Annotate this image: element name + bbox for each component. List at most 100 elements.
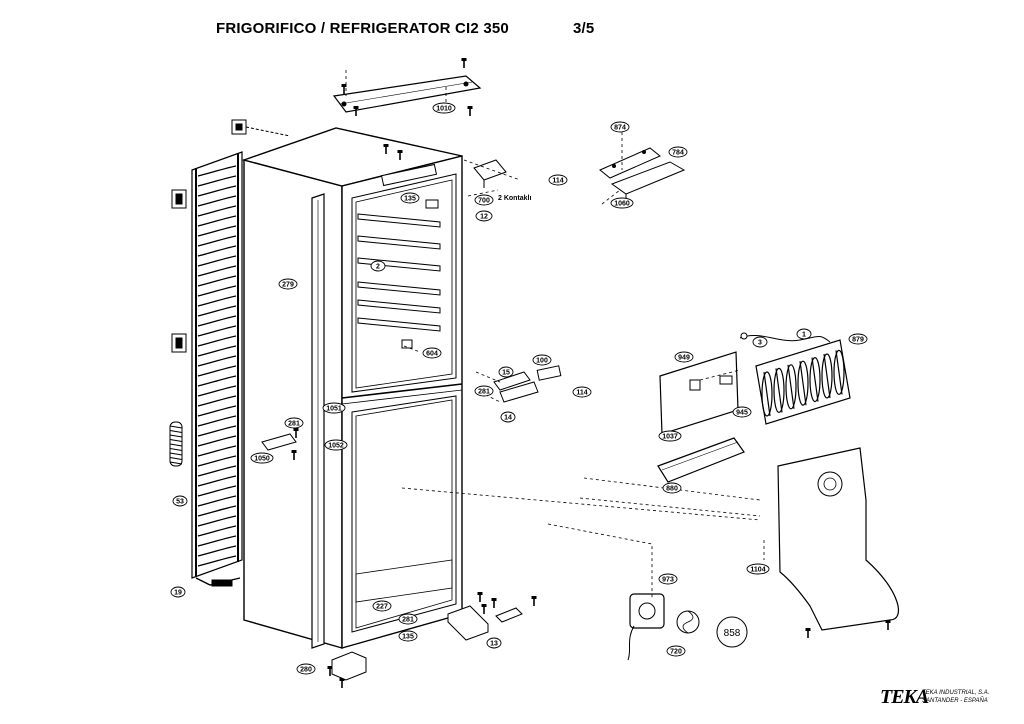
part-tag-135b: 135 [398, 630, 418, 642]
part-number-label: 604 [426, 351, 438, 358]
control-panel-1037 [659, 351, 739, 435]
part-tag-281c: 281 [398, 613, 418, 625]
part-tag-15: 15 [498, 366, 514, 378]
part-tag-784: 784 [668, 146, 688, 158]
part-number-label: 100 [536, 358, 548, 365]
part-number-label: 15 [502, 370, 510, 377]
part-tag-720: 720 [666, 645, 686, 657]
part-tag-949: 949 [674, 351, 694, 363]
part-tag-1052: 1052 [324, 439, 348, 451]
back-cover-1104 [777, 447, 899, 631]
part-tag-973: 973 [658, 573, 678, 585]
part-number-label: 2 [376, 264, 380, 271]
part-number-label: 280 [300, 667, 312, 674]
part-tag-13: 13 [486, 637, 502, 649]
interior-light [401, 339, 413, 349]
door-gasket-strip [311, 193, 325, 649]
condenser-clip-2 [171, 333, 187, 353]
part-tag-3: 3 [752, 336, 768, 348]
part-tag-2: 2 [370, 260, 386, 272]
part-number-label: 53 [176, 499, 184, 506]
part-number-label: 880 [666, 486, 678, 493]
part-tag-1060: 1060 [610, 197, 634, 209]
part-number-label: 720 [670, 649, 682, 656]
page-number: 3/5 [573, 20, 595, 37]
part-858-label: 858 [724, 628, 741, 639]
part-tag-700: 700 [474, 194, 494, 206]
part-tag-135a: 135 [400, 192, 420, 204]
drain-spring [169, 421, 183, 467]
fan-blade-720 [676, 610, 700, 634]
part-tag-1050: 1050 [250, 452, 274, 464]
shelf-guides [357, 213, 441, 332]
part-tag-227: 227 [372, 600, 392, 612]
screws [291, 58, 891, 688]
teka-logo: TEKA [880, 686, 929, 708]
back-condenser [191, 151, 243, 579]
part-tag-945: 945 [732, 406, 752, 418]
part-number-label: 879 [852, 337, 864, 344]
part-number-label: 874 [614, 125, 626, 132]
part-tag-100: 100 [532, 354, 552, 366]
part-tag-281a: 281 [474, 385, 494, 397]
part-tag-19: 19 [170, 586, 186, 598]
drain-hose [195, 577, 241, 587]
bracket-874 [599, 147, 661, 179]
middle-hinge-assembly [493, 365, 562, 403]
part-number-label: 13 [490, 641, 498, 648]
part-number-label: 12 [480, 214, 488, 221]
hinge-clip [261, 433, 297, 451]
part-number-label: 945 [736, 410, 748, 417]
condenser-clip-1 [171, 189, 187, 209]
part-tag-1037: 1037 [658, 430, 682, 442]
part-number-label: 135 [404, 196, 416, 203]
part-number-label: 14 [504, 415, 512, 422]
part-tag-604: 604 [422, 347, 442, 359]
part-number-label: 1052 [328, 443, 344, 450]
part-number-label: 114 [576, 390, 587, 397]
evaporator-879 [755, 339, 851, 425]
part-number-label: 281 [478, 389, 490, 396]
bottom-hinge-plate [495, 607, 523, 623]
part-number-label: 114 [552, 178, 563, 185]
part-tag-281b: 281 [284, 417, 304, 429]
part-number-label: 1104 [750, 567, 765, 574]
part-number-label: 1010 [436, 106, 452, 113]
diagram-title: FRIGORIFICO / REFRIGERATOR CI2 350 [216, 20, 509, 37]
top-cover-plate [332, 75, 482, 113]
part-number-label: 281 [402, 617, 414, 624]
drain-tray-880 [657, 437, 745, 483]
part-number-label: 1 [802, 332, 806, 339]
assembly-guide-lines [345, 70, 765, 600]
part-tag-874: 874 [610, 121, 630, 133]
brand-company: TEKA INDUSTRIAL, S.A. [922, 690, 990, 696]
callout-858: 858 [716, 616, 748, 648]
part-number-label: 1060 [614, 201, 630, 208]
part-number-label: 227 [376, 604, 388, 611]
part-tag-12: 12 [475, 210, 493, 222]
title-bar: FRIGORIFICO / REFRIGERATOR CI2 350 3/5 [0, 0, 1024, 60]
part-tag-279: 279 [278, 278, 298, 290]
part-tag-280: 280 [296, 663, 316, 675]
part-number-label: 700 [478, 198, 490, 205]
condenser-bracket-top [231, 119, 291, 137]
capillary-tube [739, 332, 831, 343]
part-tag-1010: 1010 [432, 102, 456, 114]
part-tag-114b: 114 [572, 386, 592, 398]
thermostat-949 [689, 375, 733, 391]
part-number-label: 973 [662, 577, 674, 584]
part-number-label: 3 [758, 340, 762, 347]
part-number-label: 784 [672, 150, 684, 157]
fan-wire [627, 625, 635, 661]
bottom-foot-right [447, 605, 489, 641]
part-number-label: 135 [402, 634, 414, 641]
part-number-label: 281 [288, 421, 300, 428]
fan-motor-973 [629, 593, 665, 629]
thermostat-holder [425, 199, 439, 209]
part-tag-1104: 1104 [746, 563, 770, 575]
bottom-foot-front [331, 651, 367, 681]
part-tag-879: 879 [848, 333, 868, 345]
part-tag-1: 1 [796, 328, 812, 340]
part-tag-114a: 114 [548, 174, 568, 186]
